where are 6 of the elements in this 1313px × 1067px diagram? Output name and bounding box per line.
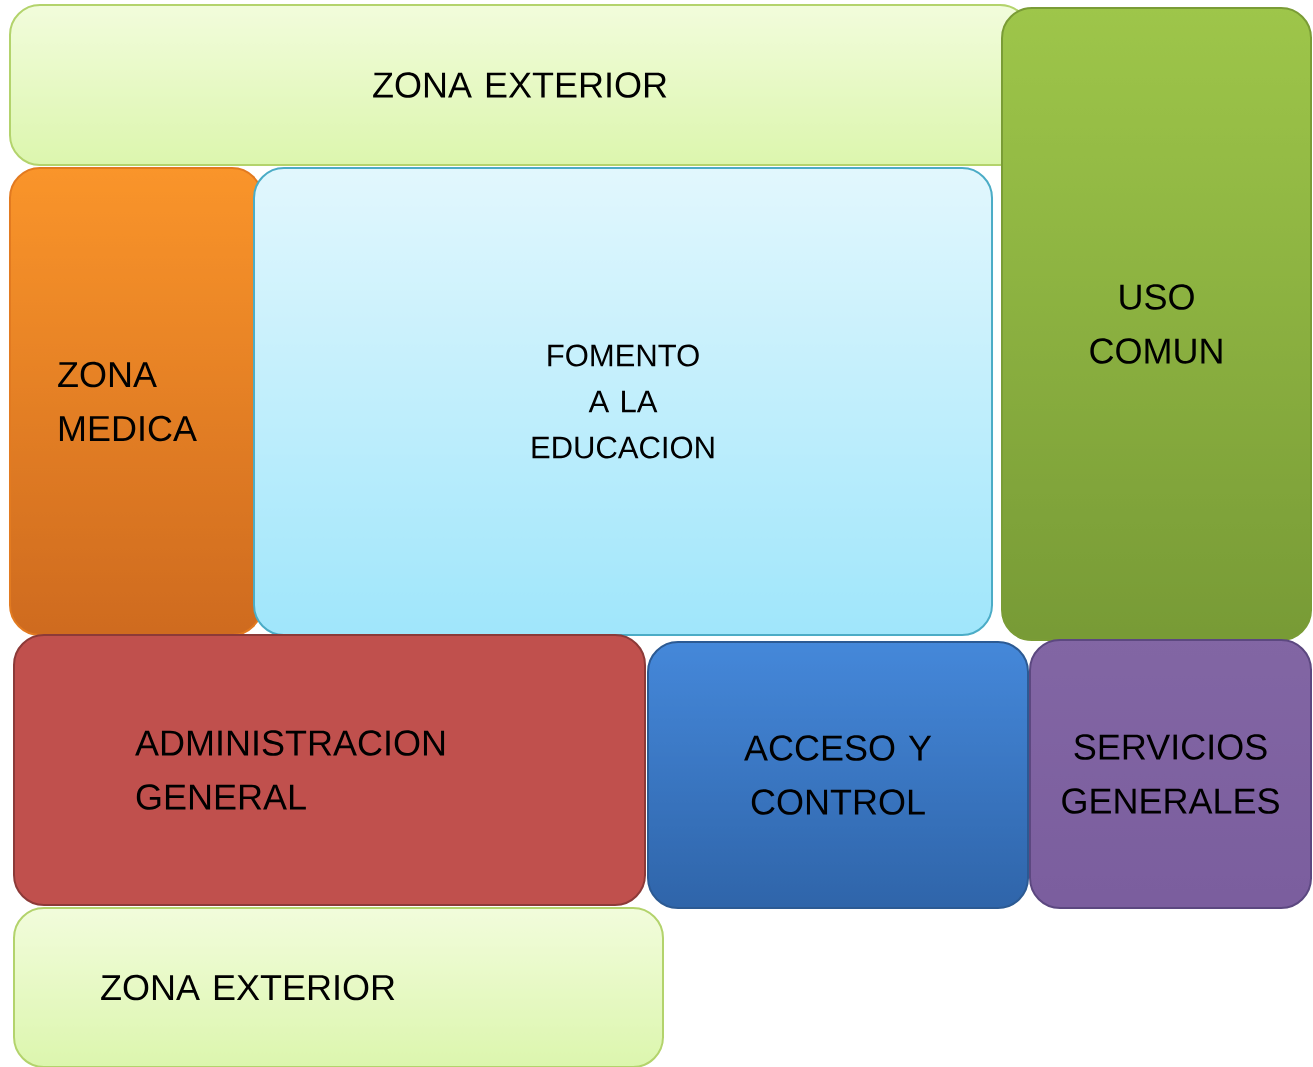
zone-box: SERVICIOS GENERALES bbox=[1029, 639, 1312, 909]
zone-box: ACCESO Y CONTROL bbox=[647, 641, 1029, 909]
zone-box: ZONA EXTERIOR bbox=[9, 4, 1031, 166]
zone-box: ZONA EXTERIOR bbox=[13, 907, 664, 1067]
zone-box: ADMINISTRACION GENERAL bbox=[13, 634, 646, 906]
zone-box: ZONA MEDICA bbox=[9, 167, 263, 636]
